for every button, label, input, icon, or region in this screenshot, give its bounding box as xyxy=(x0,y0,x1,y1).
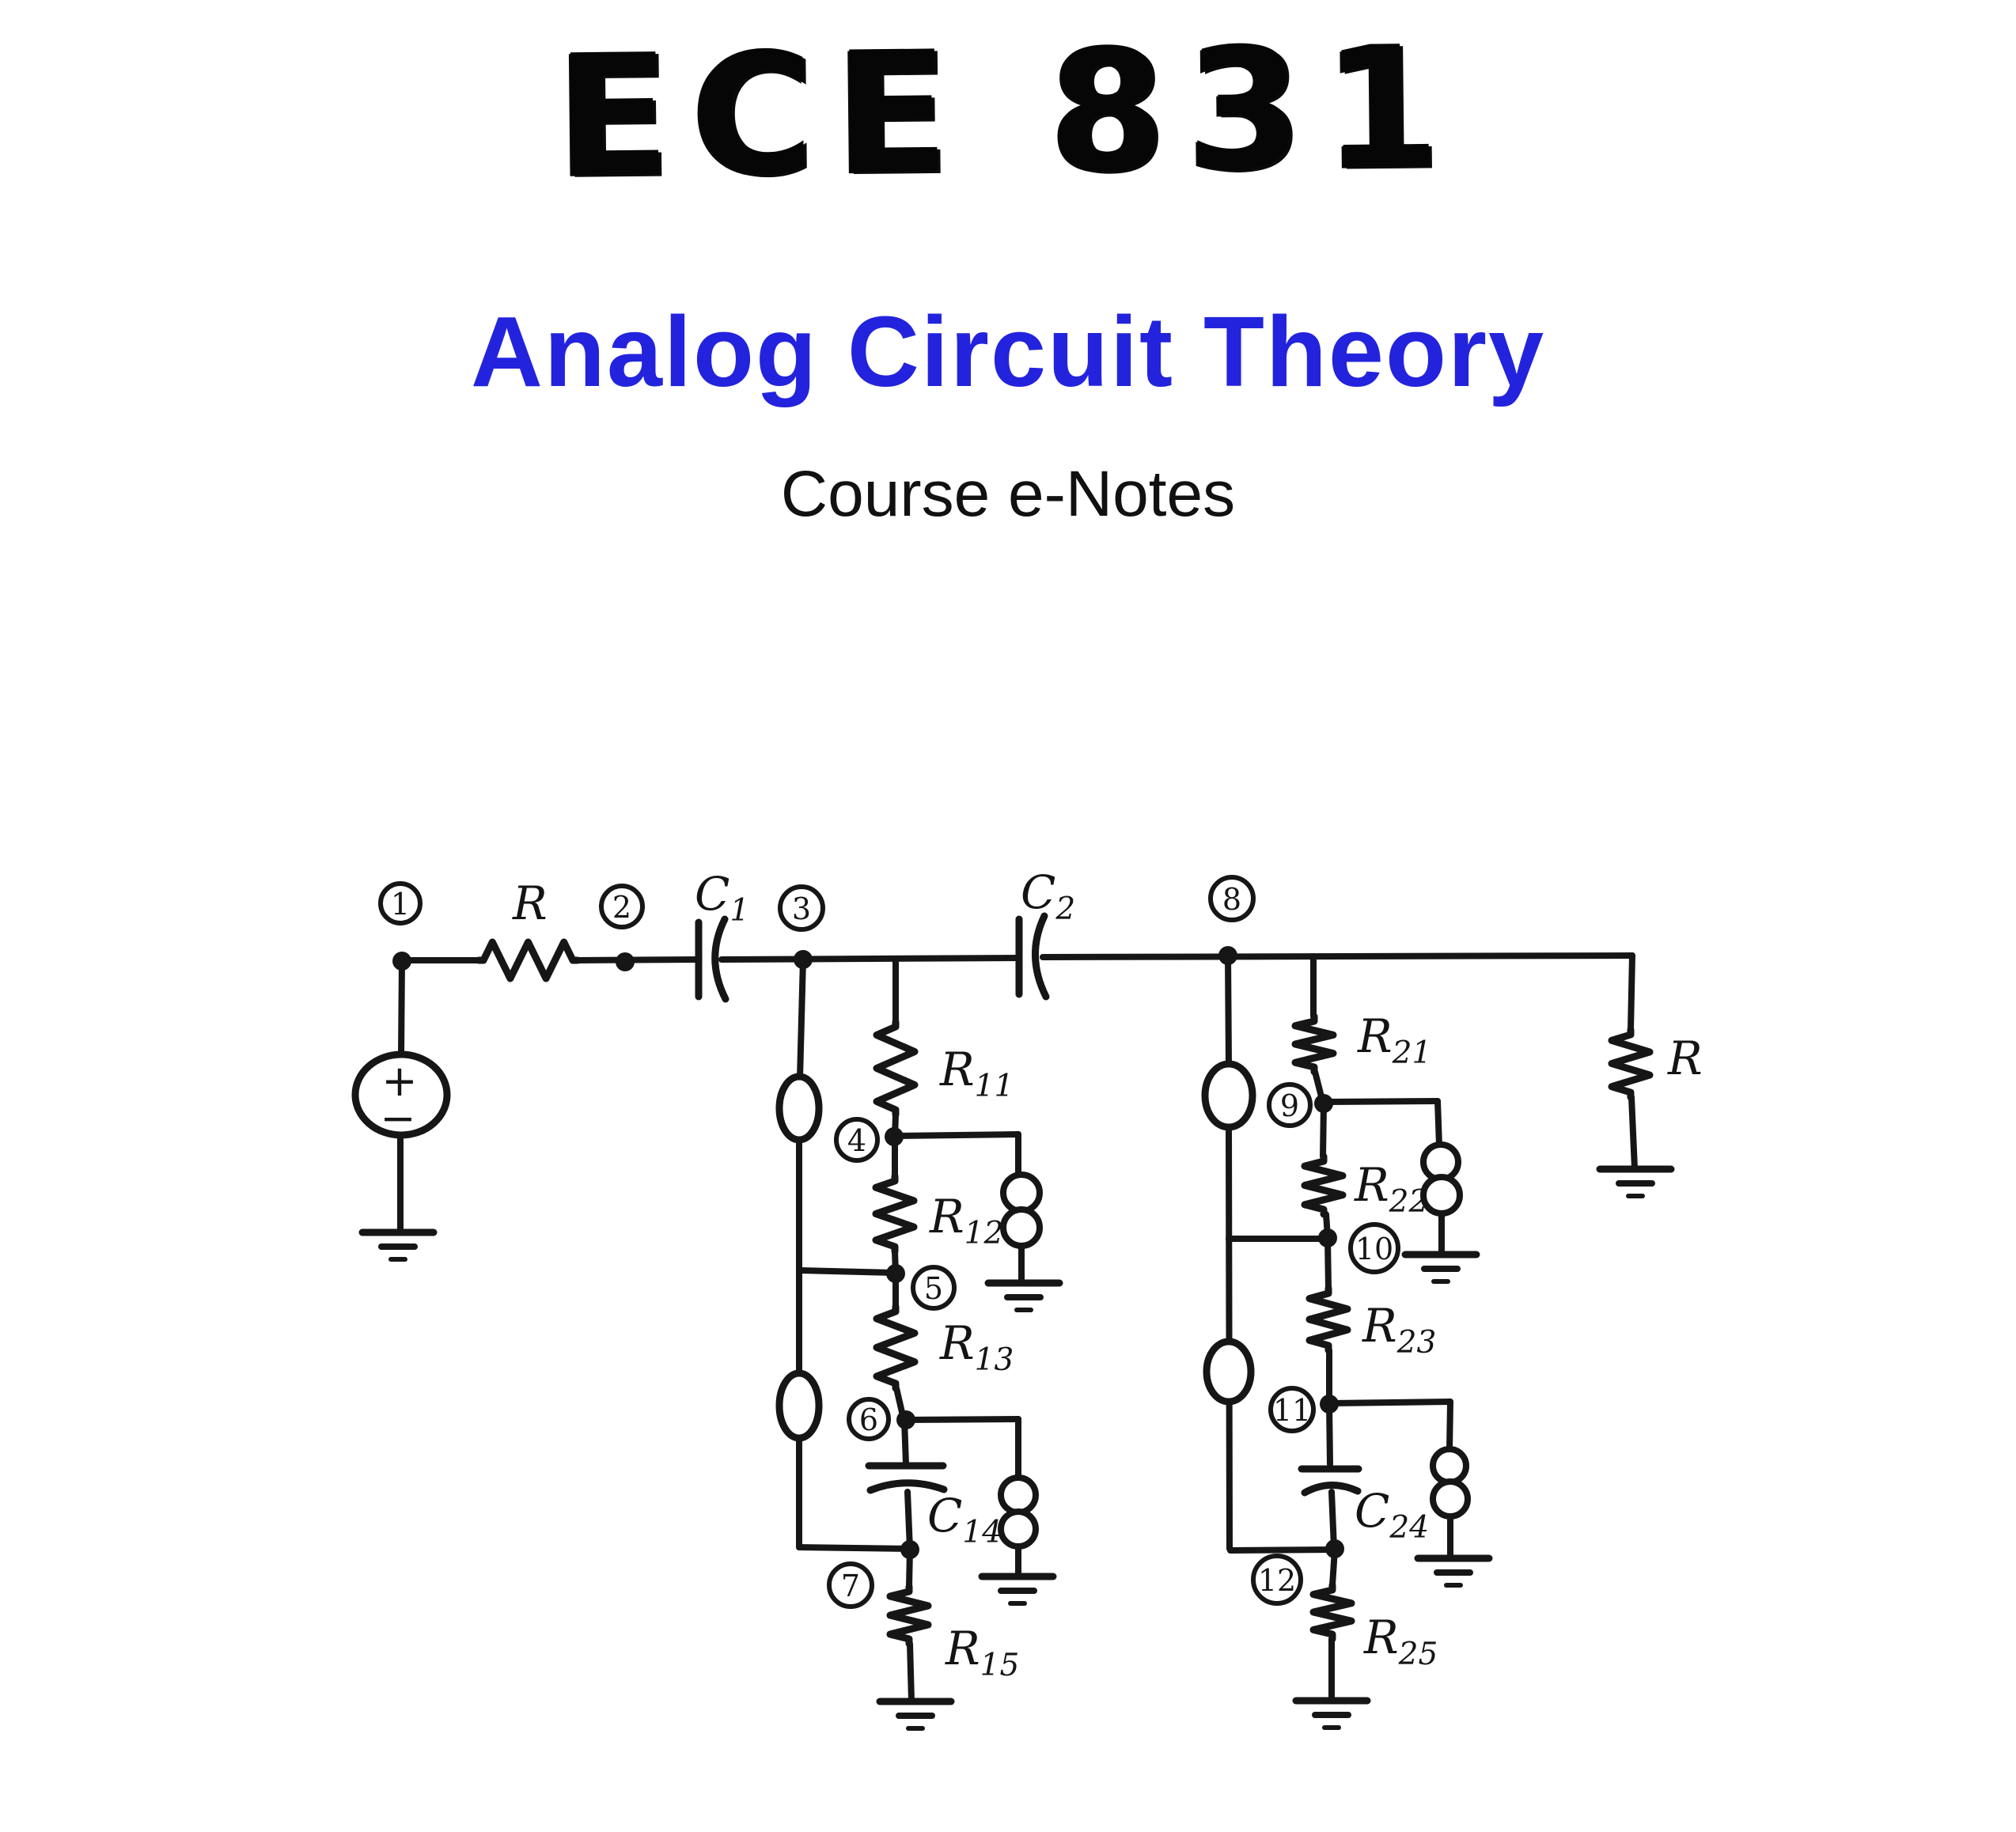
svg-text:4: 4 xyxy=(847,1123,866,1158)
label-r23: R23 xyxy=(1362,1299,1436,1361)
label-c2: C2 xyxy=(1021,865,1075,927)
page-subtitle: Course e-Notes xyxy=(780,458,1236,530)
ground-symbol xyxy=(1292,1697,1371,1730)
junction-dot xyxy=(900,1540,919,1559)
node-label-11: 11 xyxy=(1268,1386,1316,1433)
controlled-source-icon xyxy=(1420,1141,1463,1217)
junction-dot xyxy=(392,952,411,971)
junction-dot xyxy=(1314,1094,1333,1113)
page-title: Analog Circuit Theory xyxy=(470,296,1546,407)
node-label-9: 9 xyxy=(1267,1082,1313,1128)
voltage-source-icon: + − xyxy=(351,1050,451,1143)
junction-dot xyxy=(1320,1395,1339,1414)
label-r11: R11 xyxy=(939,1043,1014,1104)
label-r-load: R xyxy=(1667,1031,1703,1085)
junction-dot xyxy=(1318,1228,1337,1247)
ground-symbol xyxy=(978,1573,1057,1606)
controlled-source-icon xyxy=(1430,1446,1471,1520)
voltage-source-plus: + xyxy=(381,1056,417,1106)
ground-symbol xyxy=(358,1228,438,1262)
svg-text:1: 1 xyxy=(391,887,410,922)
ground-symbol xyxy=(1401,1251,1480,1284)
junction-dot xyxy=(1218,946,1237,965)
junction-dot xyxy=(1325,1539,1344,1558)
node-label-5: 5 xyxy=(911,1265,957,1311)
label-r15: R15 xyxy=(945,1622,1019,1683)
node-label-1: 1 xyxy=(378,881,423,925)
double-circle-source-symbols xyxy=(998,1141,1471,1550)
node-label-7: 7 xyxy=(827,1561,874,1609)
ground-symbol xyxy=(1596,1165,1675,1198)
circuit-wires xyxy=(358,912,1675,1731)
svg-text:8: 8 xyxy=(1222,882,1241,917)
node-label-3: 3 xyxy=(778,884,825,932)
dependent-source-icon xyxy=(1201,1060,1256,1131)
svg-text:12: 12 xyxy=(1258,1563,1296,1598)
label-c14: C14 xyxy=(927,1489,1002,1550)
branch-source-symbols xyxy=(775,1060,1256,1442)
junction-dots xyxy=(392,946,1344,1559)
svg-text:5: 5 xyxy=(924,1271,943,1306)
svg-text:6: 6 xyxy=(859,1402,878,1437)
node-label-2: 2 xyxy=(599,884,645,929)
svg-text:10: 10 xyxy=(1355,1232,1393,1266)
junction-dot xyxy=(896,1410,915,1429)
junction-dot xyxy=(616,952,635,971)
dependent-source-icon xyxy=(775,1369,823,1442)
svg-text:11: 11 xyxy=(1273,1393,1311,1428)
dependent-source-icon xyxy=(775,1073,823,1144)
voltage-source-minus: − xyxy=(380,1093,415,1143)
controlled-source-icon xyxy=(998,1474,1039,1550)
ground-symbol xyxy=(984,1279,1063,1312)
svg-text:3: 3 xyxy=(792,891,811,926)
node-label-6: 6 xyxy=(847,1397,891,1441)
label-r25: R25 xyxy=(1363,1611,1438,1672)
label-c24: C24 xyxy=(1355,1484,1429,1546)
dependent-source-icon xyxy=(1203,1338,1255,1406)
label-r12: R12 xyxy=(929,1190,1003,1251)
controlled-source-icon xyxy=(1000,1171,1043,1249)
svg-text:2: 2 xyxy=(612,890,631,925)
ground-symbol xyxy=(876,1698,955,1731)
label-r21: R21 xyxy=(1357,1009,1431,1071)
svg-text:7: 7 xyxy=(841,1569,860,1603)
ground-symbol xyxy=(1414,1554,1493,1588)
node-labels: 1 2 3 8 4 5 6 xyxy=(378,875,1400,1609)
label-r22: R22 xyxy=(1354,1158,1428,1220)
label-r-series: R xyxy=(512,876,548,930)
label-r13: R13 xyxy=(939,1316,1014,1378)
node-label-10: 10 xyxy=(1348,1222,1400,1274)
node-label-8: 8 xyxy=(1208,875,1256,922)
node-label-4: 4 xyxy=(834,1117,880,1163)
label-c1: C1 xyxy=(695,867,749,929)
node-label-12: 12 xyxy=(1251,1554,1303,1606)
junction-dot xyxy=(886,1264,905,1283)
component-labels: R C1 C2 R11 R12 R13 C14 R15 R21 R22 R23 … xyxy=(512,865,1703,1683)
junction-dot xyxy=(794,950,813,969)
svg-text:9: 9 xyxy=(1280,1088,1299,1123)
junction-dot xyxy=(885,1127,904,1146)
